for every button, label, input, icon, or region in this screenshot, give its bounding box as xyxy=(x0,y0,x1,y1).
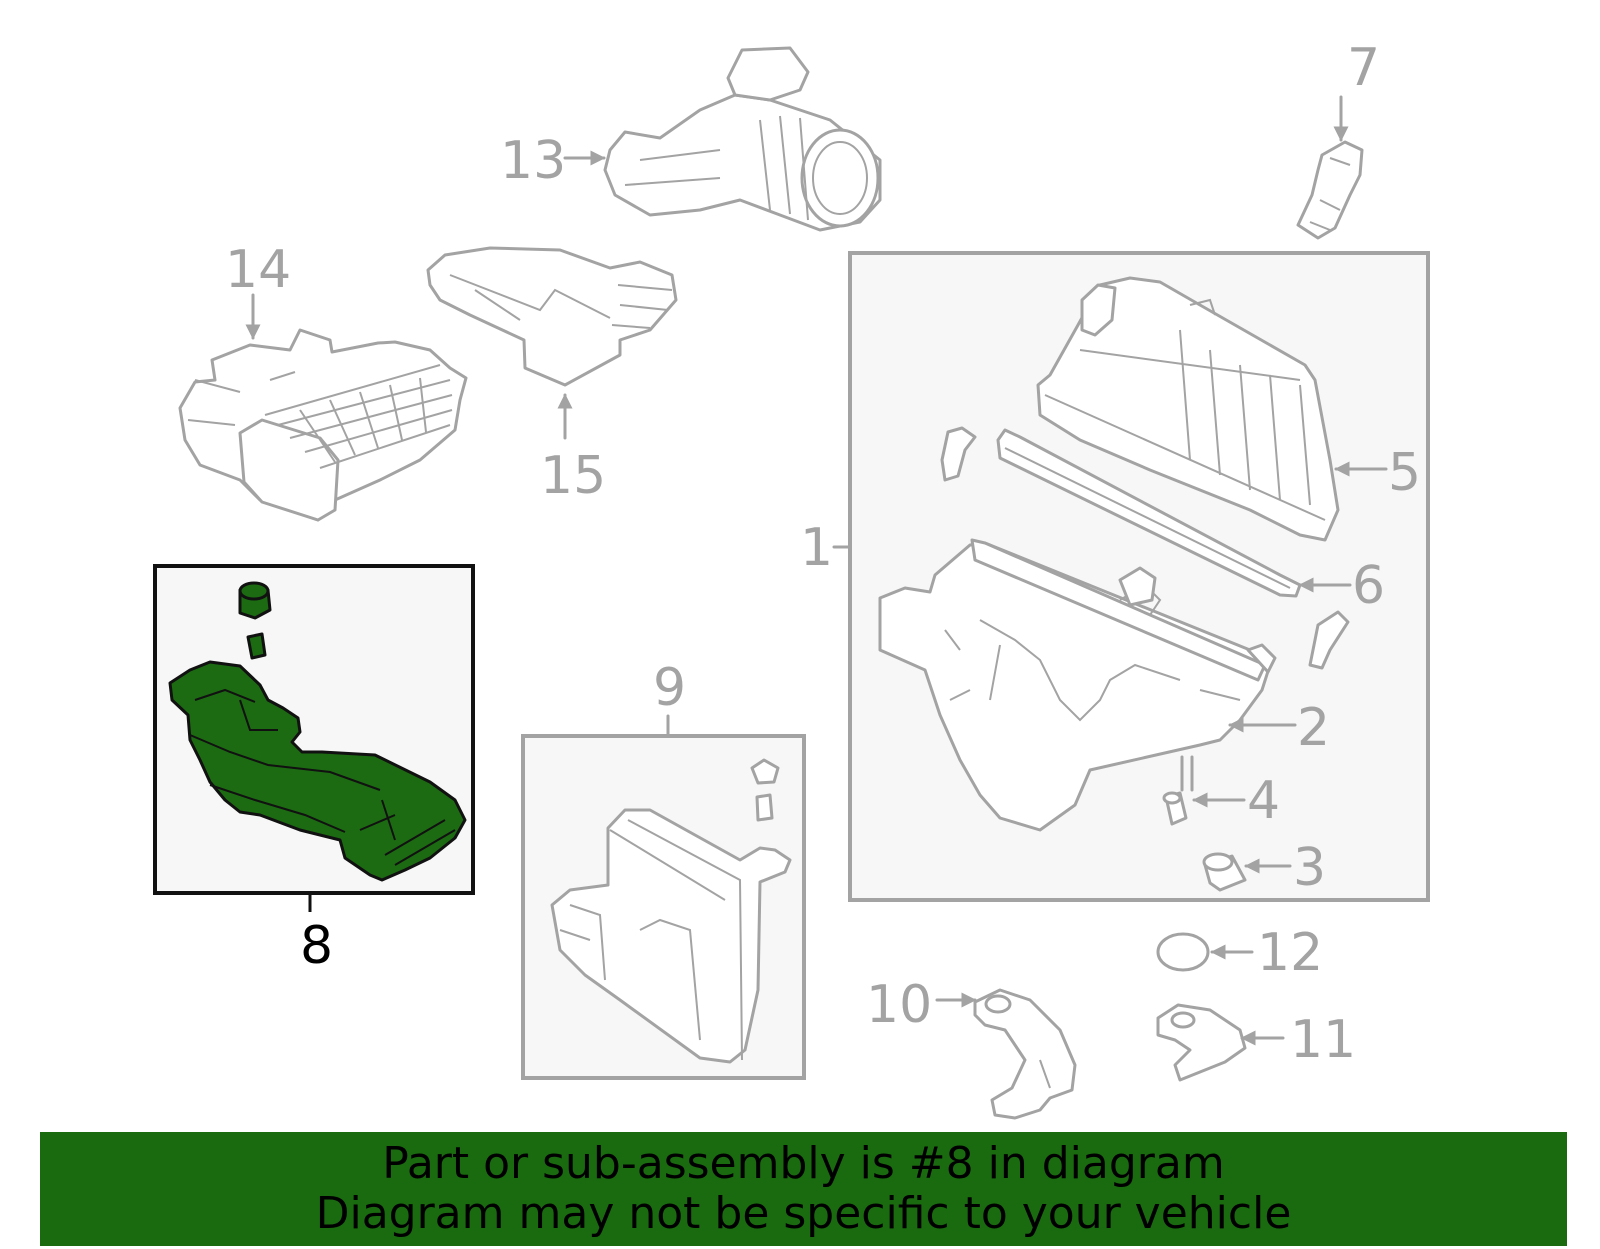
banner-line-2: Diagram may not be specific to your vehi… xyxy=(315,1188,1292,1239)
callout-10: 10 xyxy=(866,975,932,1035)
banner-line-1: Part or sub-assembly is #8 in diagram xyxy=(382,1138,1225,1189)
callout-13: 13 xyxy=(500,131,566,191)
info-banner: Part or sub-assembly is #8 in diagram Di… xyxy=(40,1132,1567,1246)
callout-1: 1 xyxy=(800,518,833,578)
part-9-cover[interactable] xyxy=(550,758,792,1064)
callout-6: 6 xyxy=(1352,556,1385,616)
part-4-grommet[interactable] xyxy=(1162,791,1188,826)
callout-14: 14 xyxy=(225,240,291,300)
callout-8: 8 xyxy=(300,916,333,976)
callout-4: 4 xyxy=(1247,771,1280,831)
callout-11: 11 xyxy=(1290,1010,1356,1070)
part-15-duct[interactable] xyxy=(426,246,678,387)
callout-7: 7 xyxy=(1347,38,1380,98)
part-3-mount[interactable] xyxy=(1202,852,1247,892)
callout-9: 9 xyxy=(653,658,686,718)
part-11-bracket[interactable] xyxy=(1156,1003,1247,1082)
leader-lines xyxy=(245,95,1388,1046)
part-12-o-ring[interactable] xyxy=(1156,932,1210,972)
part-10-bracket[interactable] xyxy=(973,988,1077,1120)
callout-5: 5 xyxy=(1388,443,1421,503)
part-2-lower-case[interactable] xyxy=(878,538,1350,832)
part-5-upper-cover[interactable] xyxy=(1036,276,1340,542)
part-7-sensor[interactable] xyxy=(1296,140,1364,240)
part-14-air-duct[interactable] xyxy=(178,328,468,522)
callout-12: 12 xyxy=(1257,923,1323,983)
callout-2: 2 xyxy=(1297,698,1330,758)
part-8-air-inlet-duct[interactable] xyxy=(168,581,467,882)
part-13-intake-hose[interactable] xyxy=(603,46,882,232)
callout-3: 3 xyxy=(1293,838,1326,898)
callout-15: 15 xyxy=(540,446,606,506)
